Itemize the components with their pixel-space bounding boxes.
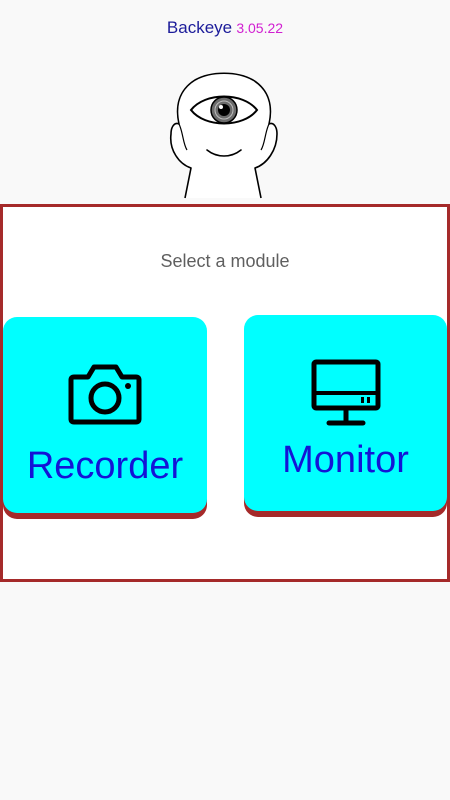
recorder-label: Recorder (26, 445, 184, 487)
app-title: Backeye 3.05.22 (0, 18, 450, 38)
app-name: Backeye (166, 18, 233, 37)
recorder-button[interactable]: Recorder (3, 317, 207, 513)
app-version: 3.05.22 (236, 20, 284, 36)
cyclops-head-icon (169, 72, 278, 199)
module-panel: Select a module Recorder Monitor (0, 204, 450, 582)
select-module-prompt: Select a module (160, 251, 290, 271)
camera-icon (68, 364, 142, 425)
monitor-icon (311, 359, 380, 426)
monitor-label: Monitor (282, 439, 409, 481)
monitor-button[interactable]: Monitor (244, 315, 447, 511)
